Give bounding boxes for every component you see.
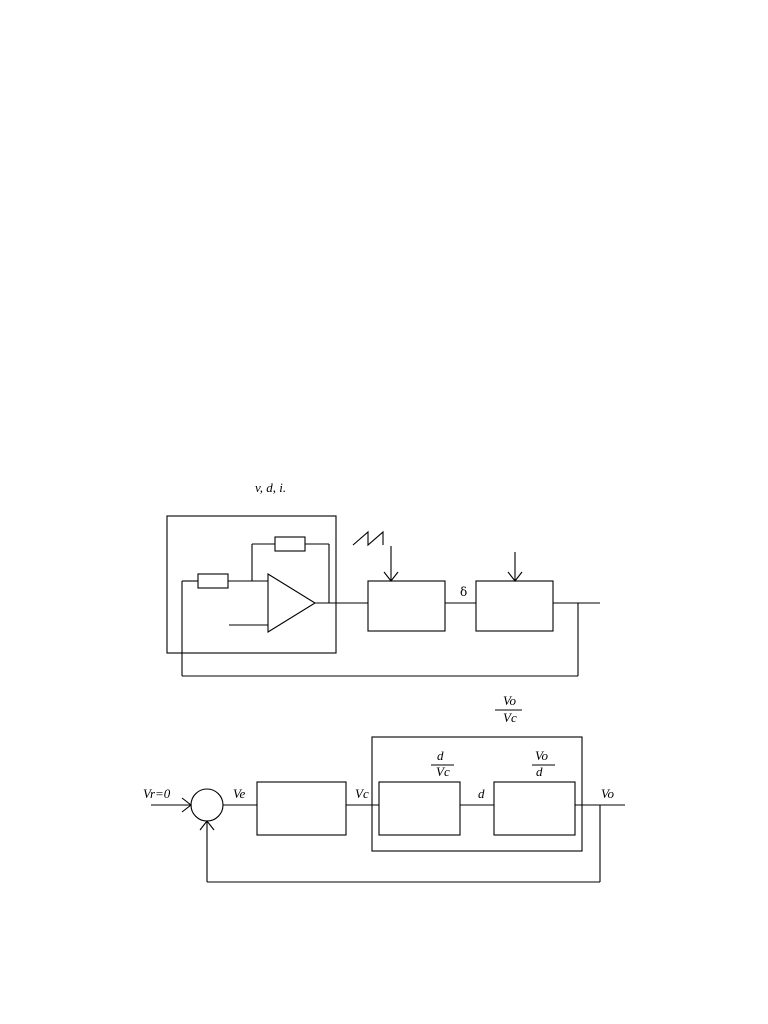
power-stage-block bbox=[493, 781, 576, 836]
svg-text:d: d bbox=[437, 748, 444, 763]
delta-label: δ bbox=[460, 585, 467, 599]
input-resistor bbox=[197, 573, 229, 589]
power-stage-transfer-function: Vo d bbox=[532, 748, 555, 779]
arrow-up-icon bbox=[199, 820, 215, 831]
upper-circuit-diagram: v, d, i. δ bbox=[166, 480, 600, 677]
reference-label: Vr=0 bbox=[143, 786, 171, 801]
control-signal-label: Vc bbox=[355, 786, 369, 801]
op-amp bbox=[267, 573, 317, 633]
svg-text:Vc: Vc bbox=[436, 764, 450, 779]
compensator-enclosure bbox=[166, 515, 337, 654]
modulator-block bbox=[378, 781, 461, 836]
duty-cycle-label: d bbox=[478, 786, 485, 801]
svg-text:Vc: Vc bbox=[503, 710, 517, 725]
svg-text:d: d bbox=[536, 764, 543, 779]
svg-text:Vo: Vo bbox=[503, 693, 517, 708]
sawtooth-waveform-icon bbox=[352, 530, 384, 547]
modulator-transfer-function: d Vc bbox=[431, 748, 454, 779]
error-signal-label: Ve bbox=[233, 786, 246, 801]
svg-text:Vo: Vo bbox=[535, 748, 549, 763]
converter-block bbox=[475, 580, 554, 632]
summing-junction bbox=[190, 788, 224, 822]
state-variables-label: v, d, i. bbox=[255, 480, 286, 495]
plant-transfer-function: Vo Vc bbox=[495, 693, 522, 725]
compensator-block bbox=[256, 781, 347, 836]
plant-enclosure bbox=[371, 736, 583, 852]
output-label: Vo bbox=[601, 786, 615, 801]
lower-block-diagram: Vo Vc d Vc Vo d Vr=0 Ve Vc bbox=[143, 693, 625, 883]
pwm-block bbox=[367, 580, 446, 632]
feedback-resistor bbox=[274, 536, 306, 552]
